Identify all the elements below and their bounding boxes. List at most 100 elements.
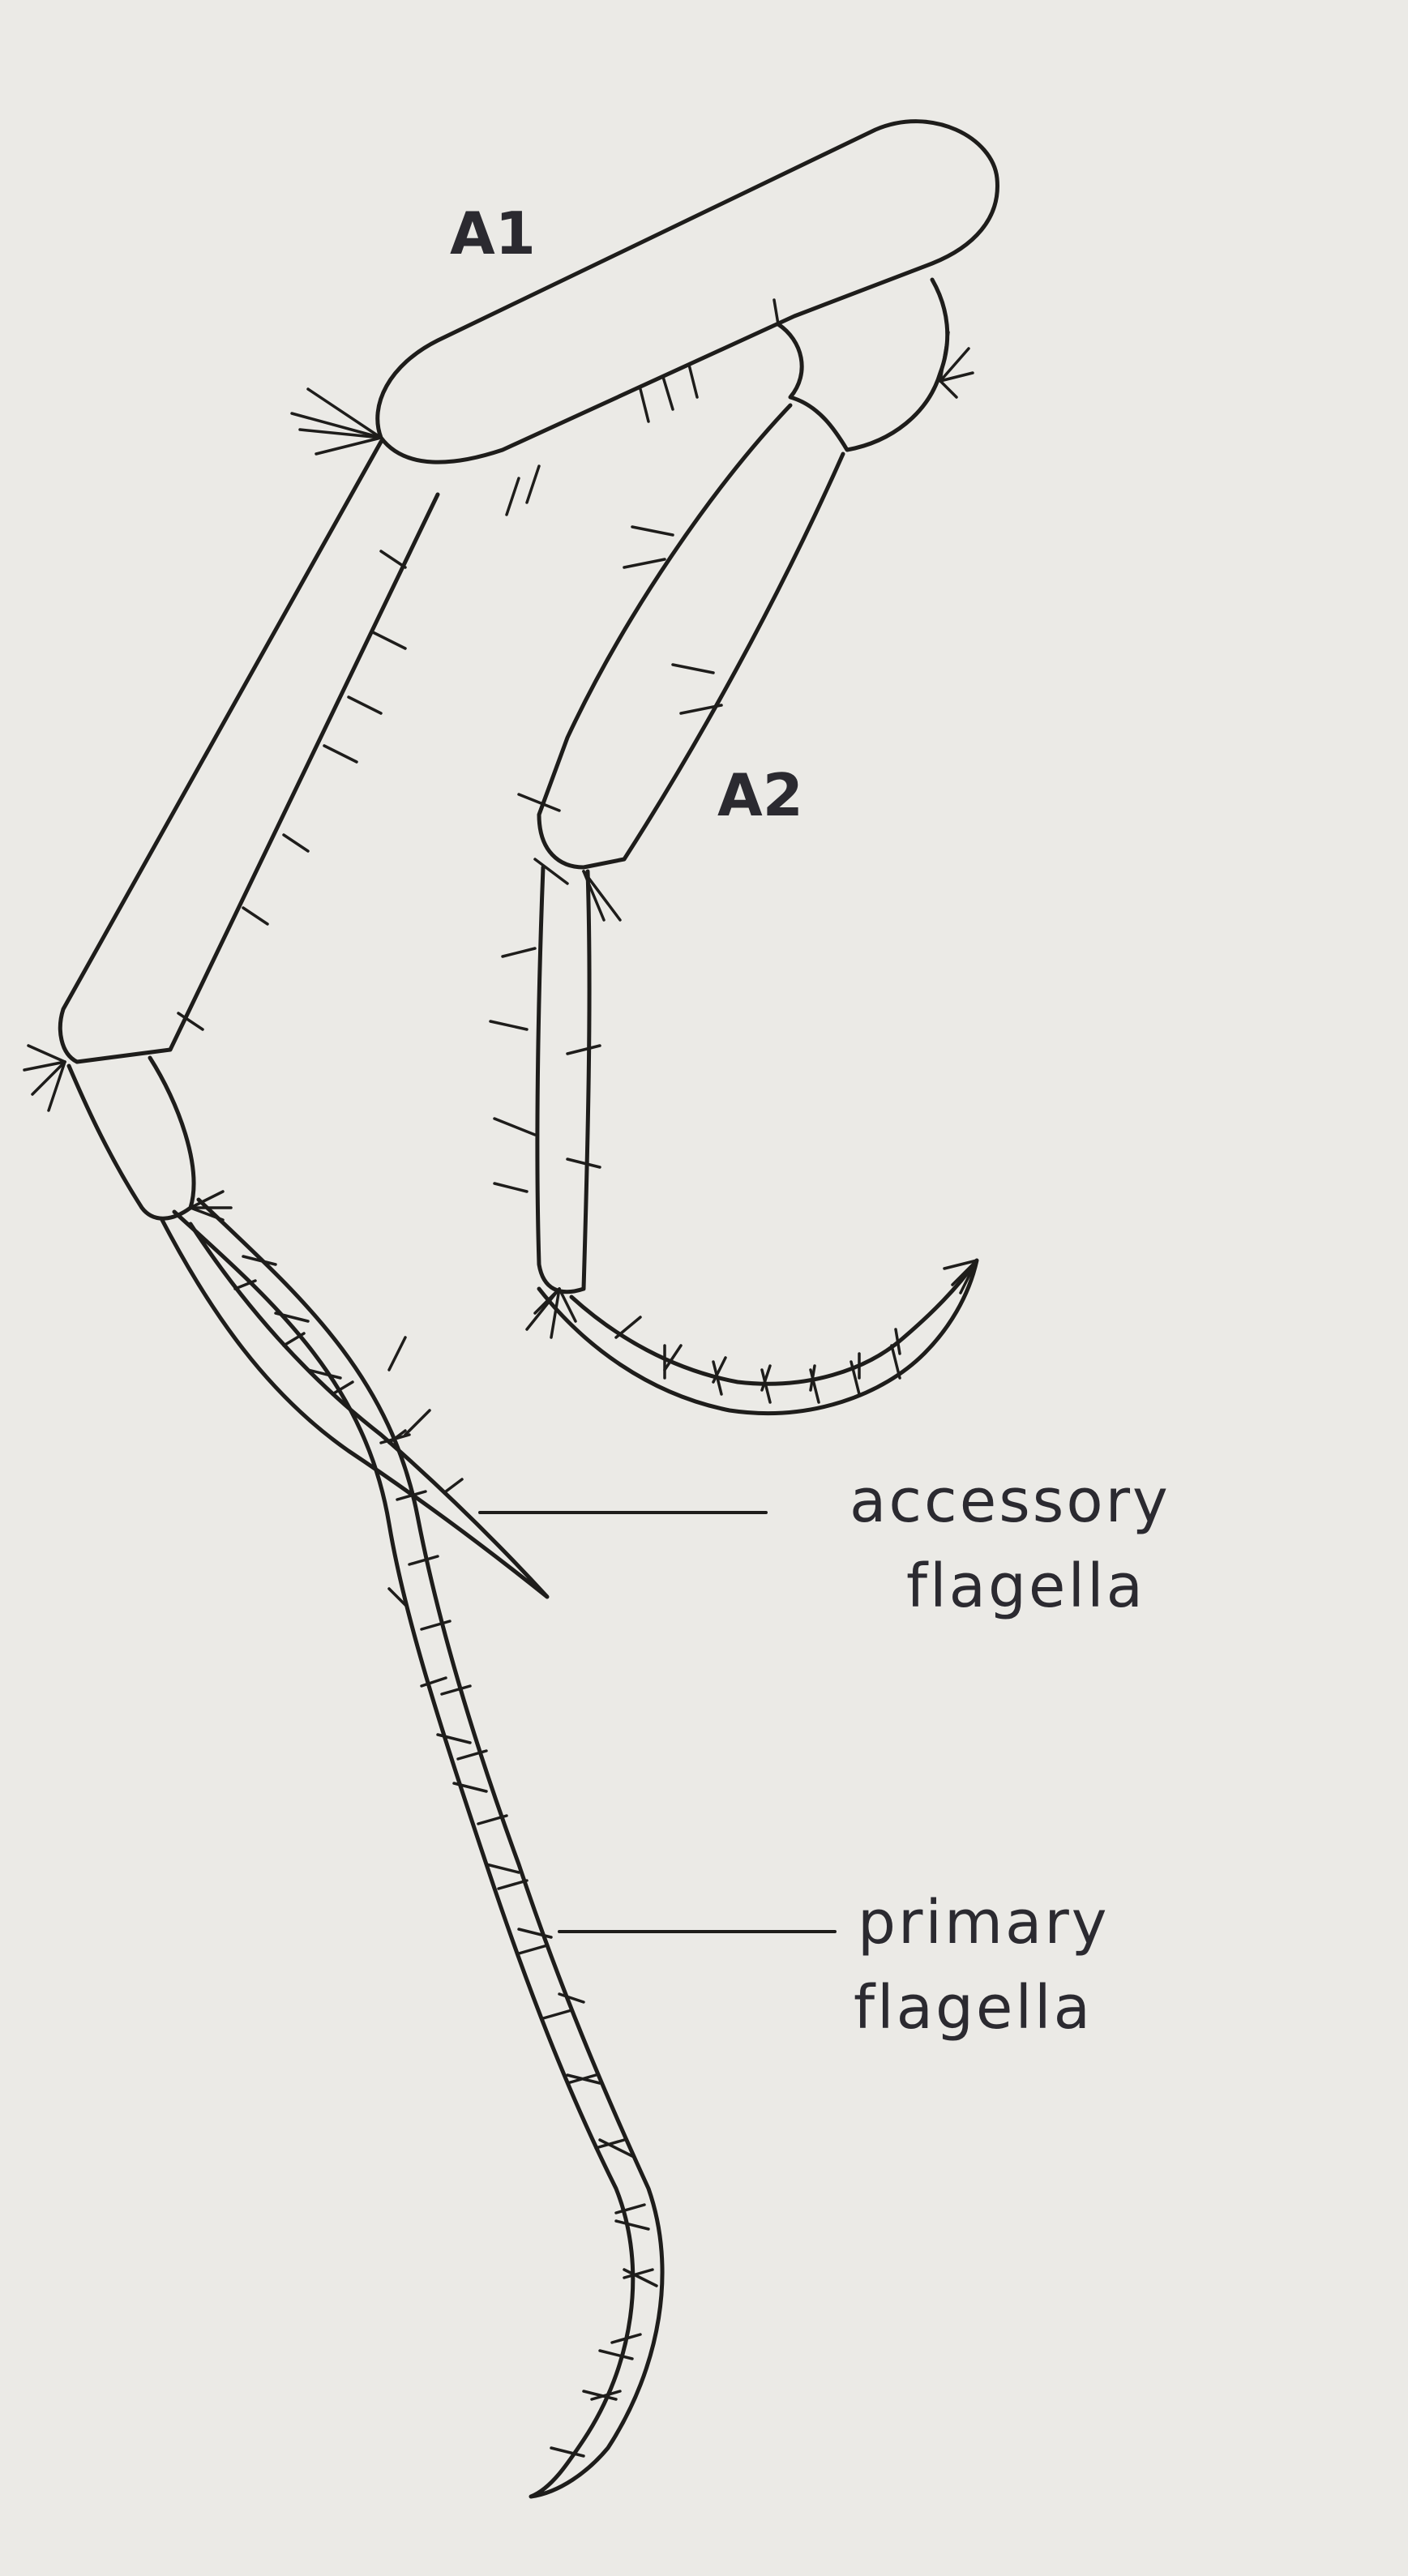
seta [598,2349,634,2360]
segment-tick [233,1279,257,1290]
seta [347,695,383,715]
seta [939,379,958,399]
seta [533,858,569,885]
a1-label: A1 [450,199,536,267]
segment-tick [594,2138,626,2150]
seta [582,870,606,922]
seta [485,1863,520,1874]
segment-tick [614,2203,646,2214]
seta [489,1020,529,1031]
seta [282,833,310,853]
segment-tick [614,1316,642,1339]
seta [242,1255,277,1266]
seta [315,436,383,456]
segment-tick [387,1429,407,1444]
seta [525,1287,561,1331]
seta [501,947,537,958]
segment-tick [456,1749,488,1761]
seta [679,704,723,715]
segment-tick [590,2390,622,2401]
accessory-label-line2: flagella [906,1551,1145,1621]
segment-tick [541,2009,573,2020]
segment-tick [282,1332,306,1347]
seta [27,1044,66,1063]
segment-tick [894,1328,901,1355]
seta [31,1060,66,1096]
seta [687,363,699,399]
accessory-label-line1: accessory [850,1466,1170,1536]
seta [274,1312,310,1323]
seta [290,412,383,439]
seta [772,298,780,326]
seta [23,1060,66,1072]
seta [306,387,383,439]
seta [614,2219,650,2231]
setae [23,298,978,2458]
seta [371,631,407,650]
seta [623,558,666,569]
seta [387,1336,407,1371]
segment-tick [566,2073,597,2085]
a2-segment-2 [535,865,592,1294]
seta [959,1259,978,1294]
segment-tick [408,1555,439,1566]
segment-tick [477,1814,508,1825]
seta [379,550,407,569]
seta [582,870,622,922]
seta [505,477,520,516]
seta [550,1287,561,1339]
seta [939,331,950,383]
seta [47,1060,66,1112]
seta [623,2268,658,2287]
seta [452,1782,488,1793]
segment-tick [517,1944,549,1955]
seta [298,428,383,439]
seta [387,1587,407,1607]
seta [177,1012,204,1031]
seta [242,906,269,926]
segment-tick [610,2333,642,2344]
seta [525,464,541,504]
a2-base [776,277,950,452]
seta [631,525,674,537]
segment-tick [420,1620,452,1631]
seta [661,375,674,411]
seta [517,1928,553,1939]
seta [558,1287,577,1323]
seta [939,371,974,383]
seta [939,347,970,383]
segment-tick [623,2268,654,2279]
seta [890,1344,901,1380]
primary-flagellum [172,1197,665,2499]
a1-segment-2 [58,439,440,1064]
seta [943,1259,978,1270]
a2-segment-1 [537,403,845,870]
seta [558,1992,585,2004]
seta [582,2390,618,2401]
segment-tick [331,1380,354,1396]
seta [566,1157,601,1169]
seta [671,663,715,674]
seta [598,2138,634,2158]
seta [189,1190,225,1209]
segment-tick [712,1356,727,1384]
segment-tick [497,1879,529,1890]
a1-segment-3 [66,1055,196,1221]
seta [639,387,650,423]
segment-tick [809,1364,816,1392]
segment-tick [444,1478,464,1493]
seta [712,1360,723,1396]
seta [306,1368,342,1380]
primary-label-line1: primary [858,1888,1110,1958]
seta [323,744,358,764]
seta [493,1182,529,1193]
seta [760,1368,772,1404]
segment-tick [760,1364,772,1392]
primary-label-line2: flagella [854,1973,1093,2043]
segment-tick [663,1344,683,1371]
accessory-flagellum [160,1217,550,1599]
seta [493,1117,537,1136]
seta [189,1206,225,1222]
